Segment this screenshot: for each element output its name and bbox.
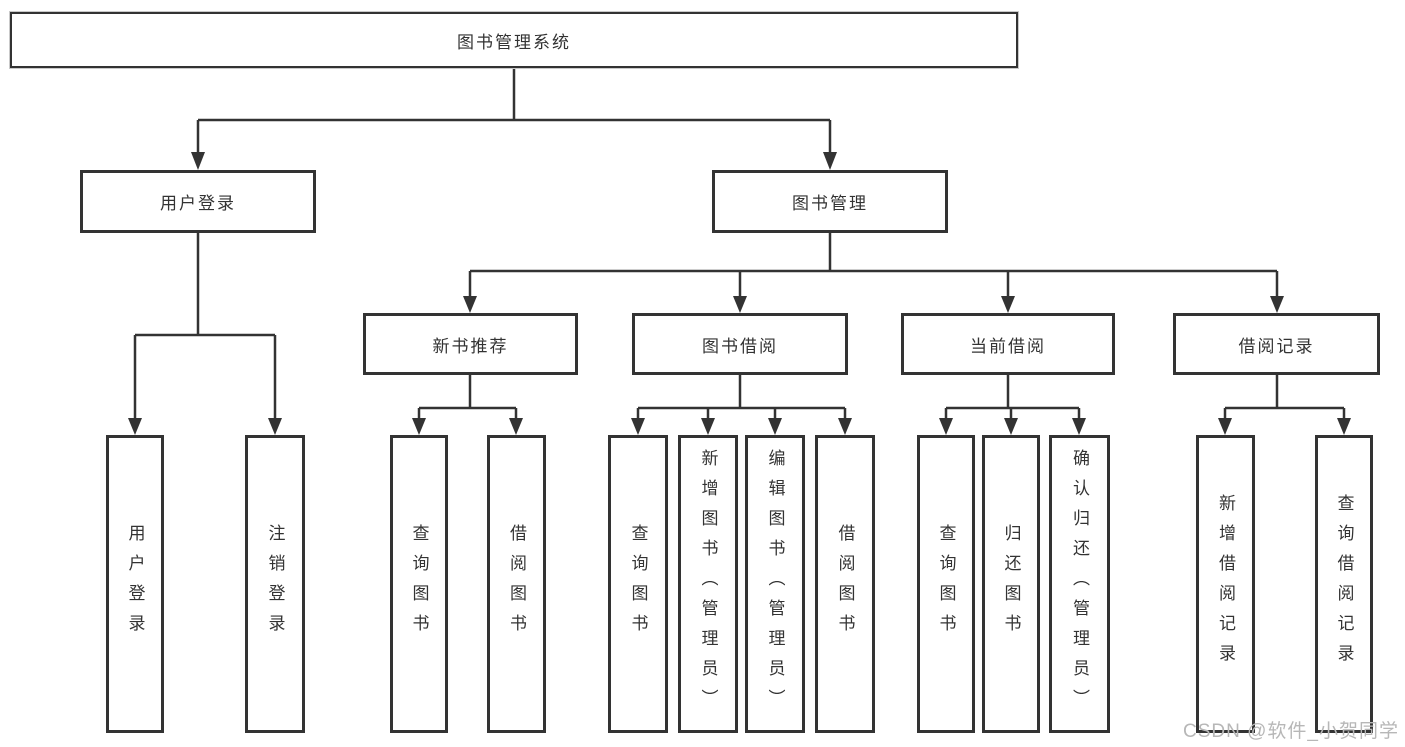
leaf-borrow-books-2: 借阅图书 — [815, 435, 875, 733]
leaf-query-books-2: 查询图书 — [608, 435, 668, 733]
leaf-confirm-return-admin: 确认归还（管理员） — [1049, 435, 1110, 733]
node-root-library-system: 图书管理系统 — [10, 12, 1018, 68]
node-label: 借阅图书 — [507, 524, 526, 644]
leaf-logout: 注销登录 — [245, 435, 305, 733]
leaf-return-books: 归还图书 — [982, 435, 1040, 733]
node-label: 查询图书 — [628, 524, 648, 644]
node-label: 图书管理 — [792, 194, 868, 213]
node-label: 图书管理系统 — [457, 32, 571, 52]
leaf-query-books-3: 查询图书 — [917, 435, 975, 733]
node-borrowing-records: 借阅记录 — [1173, 313, 1380, 375]
leaf-edit-books-admin: 编辑图书（管理员） — [745, 435, 805, 733]
node-label: 查询借阅记录 — [1334, 494, 1354, 674]
node-label: 确认归还（管理员） — [1070, 449, 1089, 719]
leaf-user-login: 用户登录 — [106, 435, 164, 733]
node-label: 查询图书 — [936, 524, 956, 644]
node-label: 借阅记录 — [1238, 336, 1315, 356]
leaf-add-books-admin: 新增图书（管理员） — [678, 435, 738, 733]
node-label: 注销登录 — [265, 524, 285, 644]
leaf-borrow-books-1: 借阅图书 — [487, 435, 546, 733]
node-label: 新增图书（管理员） — [698, 449, 718, 719]
node-label: 用户登录 — [125, 524, 145, 644]
node-label: 新增借阅记录 — [1216, 494, 1235, 674]
node-label: 新书推荐 — [432, 336, 509, 356]
node-user-login: 用户登录 — [80, 170, 316, 233]
node-new-book-recommend: 新书推荐 — [363, 313, 578, 375]
leaf-add-borrow-record: 新增借阅记录 — [1196, 435, 1255, 733]
node-label: 用户登录 — [160, 194, 236, 213]
node-current-borrowing: 当前借阅 — [901, 313, 1115, 375]
csdn-watermark: CSDN @软件_小贺同学 — [1183, 721, 1399, 742]
leaf-query-books-1: 查询图书 — [390, 435, 448, 733]
node-book-management: 图书管理 — [712, 170, 948, 233]
node-label: 归还图书 — [1001, 524, 1021, 644]
node-label: 借阅图书 — [835, 524, 855, 644]
node-label: 编辑图书（管理员） — [765, 449, 785, 719]
node-label: 查询图书 — [409, 524, 429, 644]
node-book-borrowing: 图书借阅 — [632, 313, 848, 375]
leaf-query-borrow-record: 查询借阅记录 — [1315, 435, 1373, 733]
node-label: 当前借阅 — [970, 336, 1046, 356]
node-label: 图书借阅 — [702, 336, 778, 356]
